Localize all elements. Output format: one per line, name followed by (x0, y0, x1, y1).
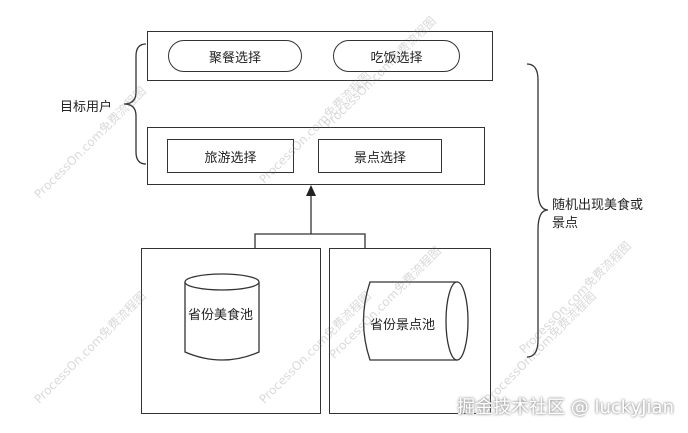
food-pool-label: 省份美食池 (188, 308, 254, 323)
node-chifan-choice[interactable]: 吃饭选择 (333, 40, 460, 72)
left-brace (123, 43, 147, 165)
connector-left (254, 233, 311, 248)
node-jucan-choice[interactable]: 聚餐选择 (168, 40, 302, 72)
node-lvyou-choice[interactable]: 旅游选择 (167, 139, 294, 173)
footer-watermark: 掘金技术社区 @ luckyJian (457, 397, 674, 418)
node-jingdian-choice[interactable]: 景点选择 (318, 139, 442, 173)
target-user-label: 目标用户 (60, 100, 113, 115)
scenic-pool-cylinder (362, 281, 469, 361)
arrow-head (306, 185, 316, 196)
scenic-pool-label: 省份景点池 (370, 318, 436, 333)
right-brace (526, 63, 549, 358)
food-pool-cylinder (184, 273, 260, 361)
connector-right (311, 233, 366, 248)
random-output-label: 随机出现美食或 景点 (552, 198, 644, 231)
